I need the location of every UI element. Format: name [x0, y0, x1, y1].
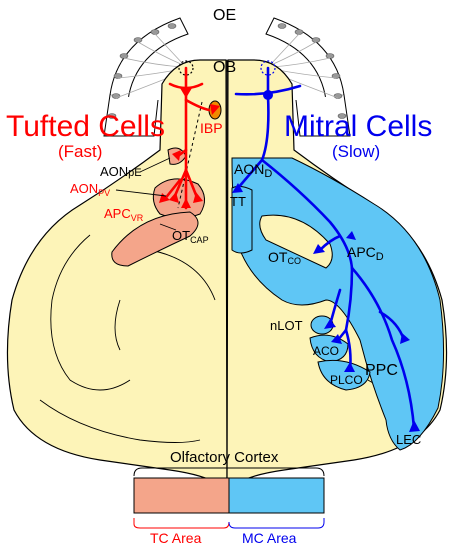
tufted-cells-title: Tufted Cells	[6, 110, 165, 143]
leader-ot-cap	[159, 223, 177, 231]
mitral-target-areas	[231, 157, 445, 451]
label-ibp: IBP	[200, 120, 223, 136]
svg-text:AONPV: AONPV	[70, 181, 110, 198]
label-oe: OE	[213, 7, 236, 24]
legend-mc-bracket	[228, 518, 325, 529]
tufted-cell-pathway	[162, 66, 211, 210]
svg-text:APCD: APCD	[347, 244, 384, 263]
svg-text:OTCAP: OTCAP	[172, 228, 209, 245]
label-plco: PLCO	[330, 373, 363, 387]
label-lec: LEC	[396, 432, 421, 447]
label-apc-vr: APCVR	[104, 206, 144, 223]
ot-cap-region	[111, 211, 199, 267]
bulb-boundary-dashed	[177, 101, 203, 209]
label-ob: OB	[213, 59, 236, 76]
olfactory-receptor-cells	[107, 23, 347, 119]
legend-mc-swatch	[228, 477, 325, 514]
label-tt: TT	[230, 194, 246, 209]
glomeruli	[178, 60, 276, 76]
legend-tc-swatch	[133, 477, 230, 514]
label-ppc: PPC	[365, 362, 398, 379]
legend-tc-label: TC Area	[150, 530, 202, 546]
leader-aon-pv	[115, 189, 167, 197]
label-apc-d: APCD	[347, 244, 384, 263]
svg-text:AONpE: AONpE	[100, 164, 142, 179]
mitral-cells-title: Mitral Cells	[284, 110, 432, 143]
mitral-arrowheads	[232, 183, 420, 432]
legend: Olfactory Cortex TC Area MC Area	[133, 449, 325, 546]
legend-tc-bracket	[133, 518, 230, 529]
tufted-cells-speed: (Fast)	[58, 142, 102, 161]
legend-bracket	[133, 467, 325, 477]
mitral-cells-speed: (Slow)	[332, 142, 380, 161]
ot-co-region	[259, 214, 333, 269]
label-aon-pv: AONPV	[70, 181, 110, 198]
left-hemisphere	[6, 59, 228, 494]
olfactory-epithelium	[103, 17, 351, 137]
svg-text:APCVR: APCVR	[104, 206, 144, 223]
plco-region	[317, 359, 371, 391]
legend-mc-label: MC Area	[242, 530, 297, 546]
label-nlot: nLOT	[270, 318, 303, 333]
leader-aon-pe	[139, 157, 171, 173]
label-aon-d: AOND	[234, 161, 272, 180]
tufted-soma	[180, 88, 192, 98]
label-ot-co: OTCO	[268, 249, 301, 266]
svg-text:AOND: AOND	[234, 161, 272, 180]
apc-vr-region	[152, 178, 205, 219]
svg-text:OTCO: OTCO	[268, 249, 301, 266]
label-ot-cap: OTCAP	[172, 228, 209, 245]
label-aon-pe: AONpE	[100, 164, 142, 179]
tufted-arrowheads	[159, 104, 220, 208]
mitral-soma	[263, 90, 273, 100]
label-aco: ACO	[313, 344, 339, 358]
legend-title: Olfactory Cortex	[170, 449, 279, 466]
